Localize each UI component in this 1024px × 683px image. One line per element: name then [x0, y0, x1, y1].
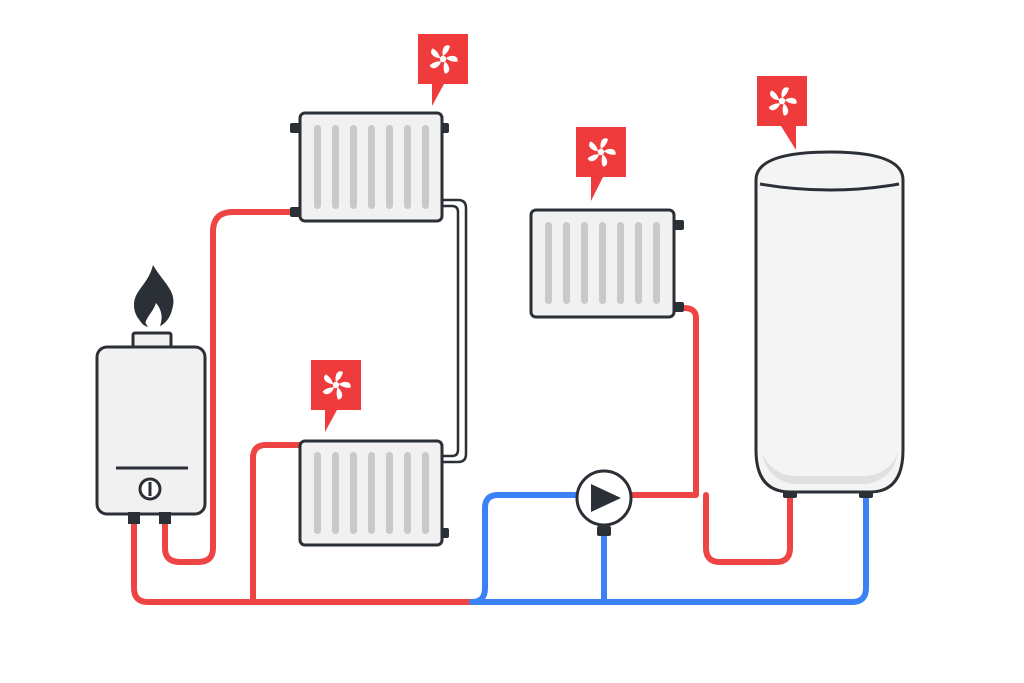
boiler [95, 265, 207, 524]
boiler-fitting-right [159, 512, 171, 524]
storage-tank [754, 150, 905, 498]
radiator-interconnect-pipe [440, 198, 468, 464]
hot-pipe-pump-to-middle-radiator [625, 305, 699, 498]
cold-pipes [469, 487, 869, 605]
hot-pipe-pump-to-tank [703, 487, 793, 565]
fan-badge-bottom-left[interactable] [311, 360, 361, 432]
fan-badge-top-left[interactable] [418, 34, 468, 106]
radiator-top-left [290, 111, 449, 223]
hot-pipe-bottom-radiator-feed [250, 442, 303, 605]
hot-pipe-boiler-to-top-radiator [162, 209, 303, 565]
flame-icon [134, 265, 174, 327]
cold-pipe-main [469, 487, 869, 605]
radiator-bottom-left [298, 439, 449, 547]
radiator-middle [529, 208, 684, 319]
hot-pipes [131, 209, 793, 605]
circulation-pump[interactable] [575, 469, 633, 536]
boiler-fitting-left [128, 512, 140, 524]
fan-badge-middle[interactable] [576, 127, 626, 201]
fan-badge-tank[interactable] [757, 76, 807, 150]
pump-play-icon [591, 484, 621, 512]
boiler-body [95, 345, 207, 516]
cold-pipe-to-pump [469, 492, 583, 605]
hot-pipe-main-return [131, 515, 481, 605]
dial-icon[interactable] [138, 477, 162, 501]
